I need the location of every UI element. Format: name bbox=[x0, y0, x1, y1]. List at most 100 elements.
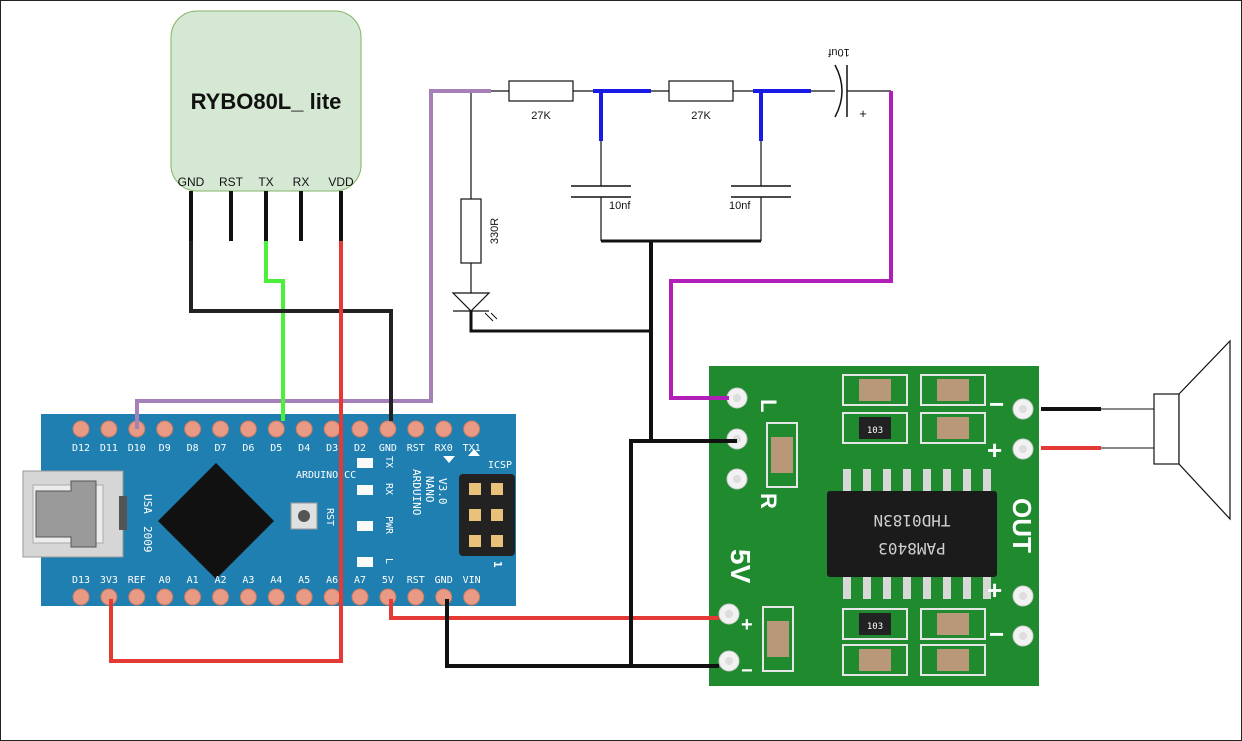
rst-button-label: RST bbox=[324, 508, 335, 526]
resistor-27k-2 bbox=[668, 80, 734, 102]
c2-value: 10nf bbox=[729, 200, 751, 212]
svg-text:+: + bbox=[741, 614, 753, 636]
arduino-bottom-pin-pad bbox=[435, 588, 453, 606]
arduino-bottom-pin-pad bbox=[72, 588, 90, 606]
icsp-header bbox=[459, 474, 515, 556]
arduino-nano: USA 2009 RST ARDUINO.CC TX RX PWR L ARDU… bbox=[22, 414, 516, 606]
wire-led-gnd bbox=[469, 311, 651, 333]
chip-leg bbox=[943, 577, 951, 599]
tx-led bbox=[357, 458, 373, 468]
arduino-bottom-pin-label: A6 bbox=[326, 575, 338, 586]
arduino-bottom-pin-pad bbox=[212, 588, 229, 606]
amp-label-5v: 5V bbox=[725, 549, 756, 584]
arduino-bottom-pin-pad bbox=[267, 588, 285, 606]
wires bbox=[109, 89, 1101, 668]
wire-audio-left bbox=[669, 91, 893, 400]
arduino-top-pin-label: D4 bbox=[298, 443, 310, 454]
chip-leg bbox=[923, 469, 931, 491]
arduino-bottom-pin-label: 3V3 bbox=[100, 575, 118, 586]
arduino-bottom-pin-label: RST bbox=[407, 575, 425, 586]
arduino-bottom-pin-label: A7 bbox=[354, 575, 366, 586]
c1-value: 10nf bbox=[609, 200, 631, 212]
arduino-bottom-pin-pad bbox=[379, 588, 397, 606]
arduino-top-pin-label: D8 bbox=[187, 443, 199, 454]
arduino-bottom-pin-pad bbox=[184, 588, 202, 606]
arduino-top-pin-label: D6 bbox=[242, 443, 254, 454]
arduino-top-pin-label: RX0 bbox=[435, 443, 453, 454]
svg-text:−: − bbox=[741, 660, 753, 682]
arduino-bottom-pin-pad bbox=[463, 588, 481, 606]
atmega-chip bbox=[158, 463, 274, 579]
module-pin-rst: RST bbox=[219, 175, 244, 189]
led-icon bbox=[451, 292, 491, 312]
led-label-pwr: PWR bbox=[383, 516, 394, 535]
rx-led bbox=[357, 485, 373, 495]
arduino-top-pin-pad bbox=[212, 420, 229, 438]
arduino-top-pin-pad bbox=[463, 420, 481, 438]
arduino-bottom-pin-label: GND bbox=[435, 575, 453, 586]
amp-label-out: OUT bbox=[1007, 498, 1037, 553]
arduino-top-pin-label: D11 bbox=[100, 443, 118, 454]
usb-port-icon bbox=[35, 480, 97, 548]
r2-value: 27K bbox=[691, 110, 711, 122]
chip-marking-bottom: PAM8403 bbox=[878, 539, 945, 558]
arduino-top-pin-pad bbox=[295, 420, 313, 438]
year-label: 2009 bbox=[141, 526, 154, 553]
chip-leg bbox=[863, 577, 871, 599]
chip-leg bbox=[843, 577, 851, 599]
chip-leg bbox=[903, 577, 911, 599]
module-pin-tx: TX bbox=[258, 175, 273, 189]
arduino-top-pin-label: D9 bbox=[159, 443, 171, 454]
led-label-l: L bbox=[383, 558, 394, 564]
arduino-top-pin-pad bbox=[379, 420, 397, 438]
rybo80l-module: RYBO80L_ lite GND RST TX RX VDD bbox=[170, 10, 362, 241]
chip-leg bbox=[983, 469, 991, 491]
module-pin-vdd: VDD bbox=[328, 175, 354, 189]
pam8403-amplifier: 103 103 THD0183N PAM8403 L R 5V OUT − + … bbox=[709, 366, 1039, 686]
wire-d10-signal bbox=[135, 89, 491, 429]
cap-plus-sign: + bbox=[859, 106, 867, 121]
chip-leg bbox=[943, 469, 951, 491]
arduino-name-line-3: V3.0 bbox=[436, 478, 449, 505]
arduino-bottom-pin-label: 5V bbox=[382, 575, 394, 586]
arduino-bottom-pin-pad bbox=[295, 588, 313, 606]
arduino-top-pin-pad bbox=[239, 420, 257, 438]
chip-marking-top: THD0183N bbox=[873, 511, 950, 530]
chip-leg bbox=[863, 469, 871, 491]
l-led bbox=[357, 557, 373, 567]
led-resistor-value: 330R bbox=[489, 218, 501, 244]
module-pin-rx: RX bbox=[293, 175, 310, 189]
svg-text:−: − bbox=[989, 389, 1004, 419]
arduino-top-pin-label: D10 bbox=[128, 443, 146, 454]
wire-tx-d5 bbox=[264, 241, 285, 421]
arduino-bottom-pin-label: VIN bbox=[463, 575, 481, 586]
arduino-bottom-pin-label: A1 bbox=[187, 575, 199, 586]
cap-out-value: 10uf bbox=[827, 46, 849, 58]
arduino-top-pin-label: D7 bbox=[214, 443, 226, 454]
arduino-top-pin-pad bbox=[156, 420, 174, 438]
wire-5v-amp bbox=[389, 599, 719, 620]
arduino-name-line-2: NANO bbox=[423, 476, 436, 503]
module-title: RYBO80L_ lite bbox=[191, 89, 342, 114]
arduino-bottom-pin-pad bbox=[128, 588, 146, 606]
arduino-top-pin-label: GND bbox=[379, 443, 397, 454]
resistor-code-2: 103 bbox=[867, 622, 883, 632]
resistor-27k-1 bbox=[508, 80, 574, 102]
chip-leg bbox=[903, 469, 911, 491]
filter-network: 27K 27K 10nf 10nf 10uf + 330R bbox=[451, 46, 891, 322]
arduino-bottom-pin-label: A5 bbox=[298, 575, 310, 586]
chip-leg bbox=[843, 469, 851, 491]
capacitor-10uf bbox=[834, 64, 843, 118]
arduino-bottom-pin-label: A0 bbox=[159, 575, 171, 586]
wire-gnd-amp bbox=[445, 599, 719, 668]
arduino-bottom-pin-pad bbox=[156, 588, 174, 606]
svg-text:+: + bbox=[987, 575, 1002, 605]
led-label-rx: RX bbox=[383, 483, 394, 495]
pam8403-chip bbox=[827, 491, 997, 577]
arduino-bottom-pin-pad bbox=[323, 588, 341, 606]
site-label: ARDUINO.CC bbox=[296, 470, 356, 481]
resistor-330r bbox=[460, 198, 482, 264]
